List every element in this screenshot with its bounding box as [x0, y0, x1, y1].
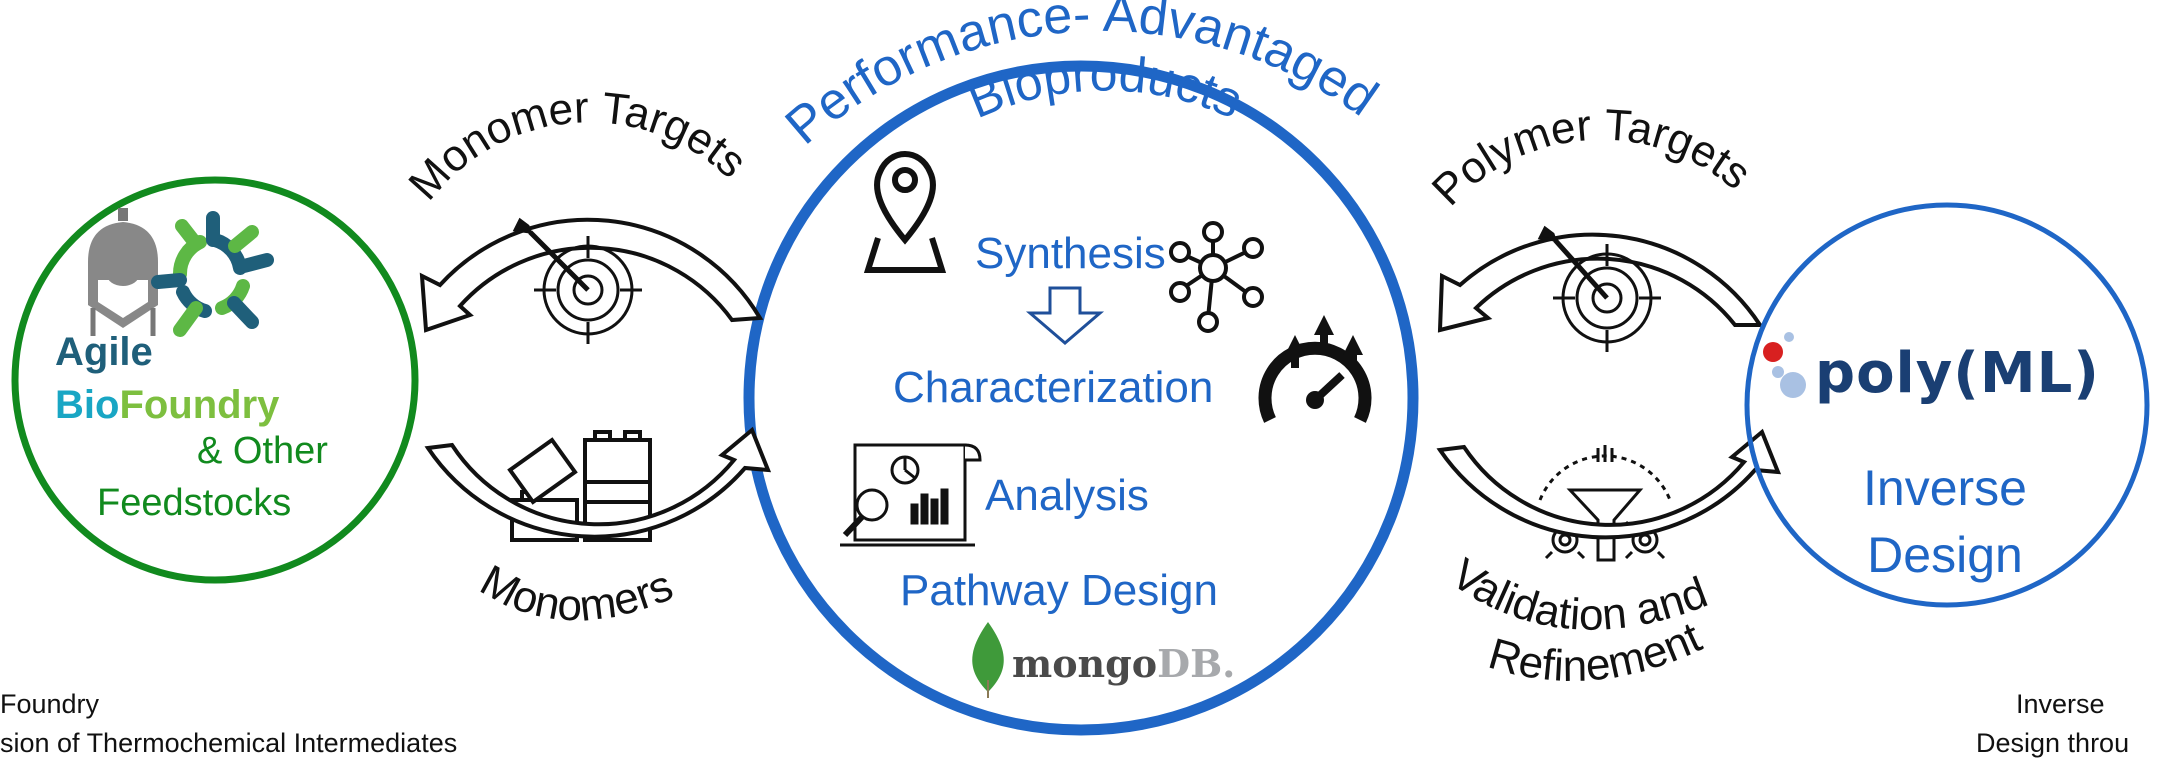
mongodb-logo: mongoDB. — [972, 622, 1235, 698]
svg-text:BioFoundry: BioFoundry — [55, 383, 280, 427]
step-analysis: Analysis — [985, 471, 1149, 520]
edge-text-left-2: sion of Thermochemical Intermediates — [0, 728, 458, 758]
step-synthesis: Synthesis — [975, 229, 1166, 278]
mongodb-wordmark-left: mongo — [1012, 641, 1157, 686]
monomer-targets-arrow — [419, 217, 764, 333]
target-dart-icon — [1537, 225, 1661, 352]
target-dart-icon — [512, 217, 642, 344]
right-loop: Polymer Targets — [1423, 101, 1782, 691]
hub-circle — [743, 60, 1419, 736]
left-agile-label: Agile — [55, 330, 153, 374]
mongodb-wordmark-right: DB. — [1157, 641, 1235, 686]
left-other-label: & Other — [197, 430, 328, 472]
step-characterization: Characterization — [893, 363, 1213, 412]
polymer-targets-arrow — [1437, 232, 1764, 333]
monomers-label: Monomers — [472, 556, 679, 631]
left-feedstocks-label: Feedstocks — [97, 482, 291, 524]
location-pin-icon — [863, 151, 947, 273]
mongodb-leaf-icon — [972, 622, 1004, 692]
dots-logo-icon — [1763, 332, 1806, 398]
right-design-label: Design — [1867, 527, 2023, 583]
left-node-circle — [11, 176, 419, 584]
molecule-network-icon — [1169, 221, 1264, 333]
monomer-targets-label: Monomer Targets — [399, 83, 756, 209]
central-hub: Performance- Advantaged Bioproducts Synt… — [743, 0, 1419, 736]
right-node: poly(ML) Inverse Design — [1744, 202, 2150, 608]
left-foundry-label: Foundry — [119, 383, 280, 427]
left-node: Agile BioFoundry & Other Feedstocks — [11, 176, 419, 584]
polymer-targets-label: Polymer Targets — [1423, 101, 1760, 215]
edge-text-right-2: Design throu — [1976, 728, 2130, 758]
hub-arc-subtitle: Bioproducts — [960, 45, 1250, 129]
edge-text-left-1: Foundry — [0, 689, 100, 719]
validation-arrow — [1436, 428, 1782, 540]
left-loop: Monomer Targets Monomers — [399, 83, 772, 631]
left-bio-label: Bio — [55, 383, 119, 427]
right-node-circle — [1744, 202, 2150, 608]
monomers-arrow — [424, 426, 772, 539]
step-pathway-design: Pathway Design — [900, 566, 1218, 615]
down-arrow-icon — [1025, 286, 1105, 345]
workflow-diagram: Performance- Advantaged Bioproducts Synt… — [11, 0, 2150, 736]
svg-text:mongoDB.: mongoDB. — [1012, 641, 1235, 686]
bioreactor-icon — [88, 208, 158, 336]
edge-text-right-1: Inverse — [2016, 689, 2105, 719]
speedometer-icon — [1258, 315, 1372, 423]
right-inverse-label: Inverse — [1863, 460, 2027, 516]
funnel-gears-icon — [1538, 445, 1672, 562]
gear-ring-icon — [151, 211, 274, 337]
polyml-logo-text: poly(ML) — [1815, 341, 2100, 406]
report-analysis-icon — [840, 443, 982, 547]
